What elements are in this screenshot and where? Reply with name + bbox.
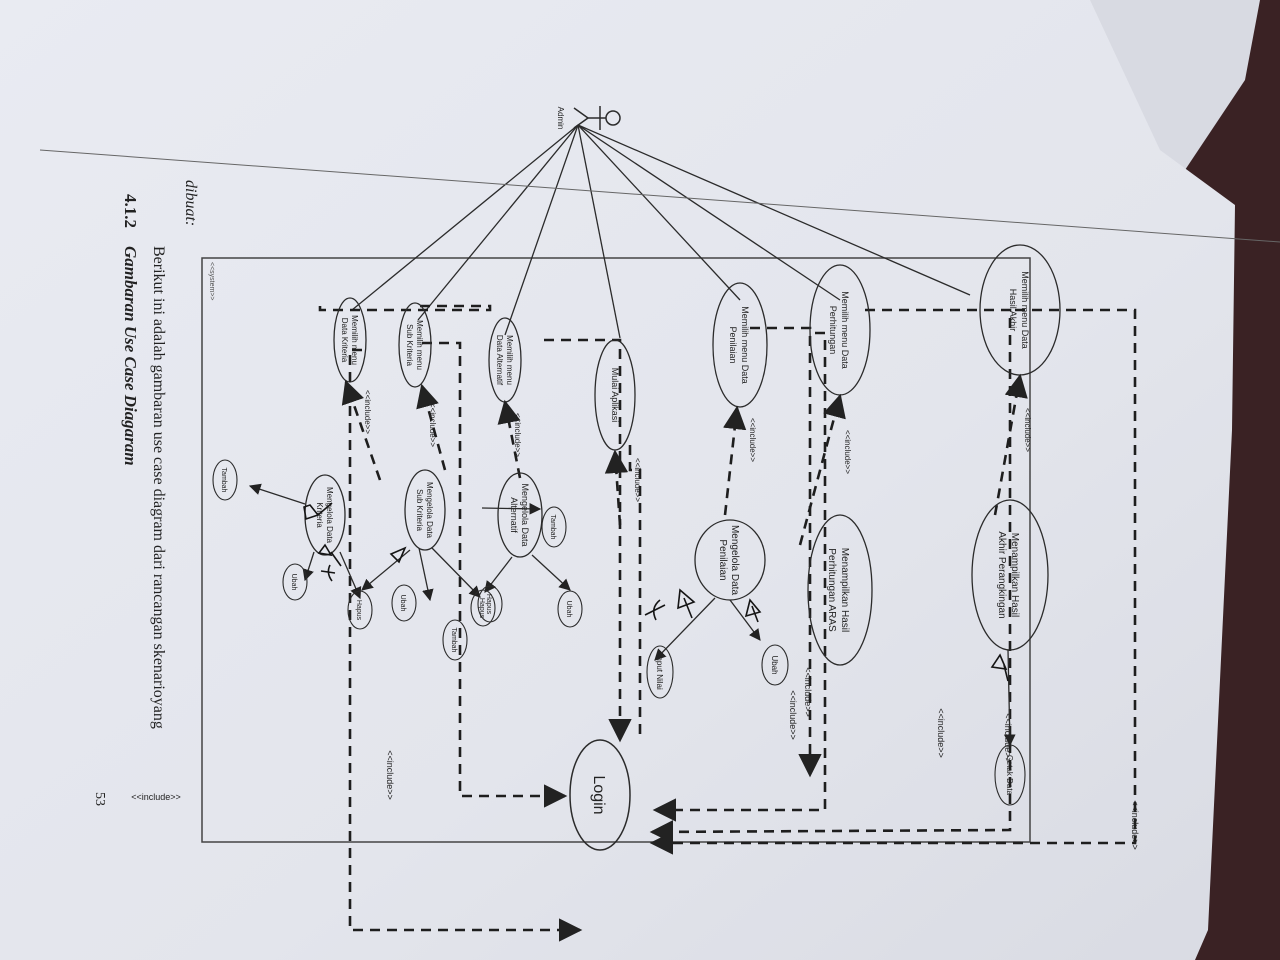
subaction-kriteria-hapus[interactable] <box>347 590 373 630</box>
subaction-subkriteria-tambah-label: Tambah <box>450 628 457 653</box>
subaction-kriteria-ubah-label: Ubah <box>290 574 297 591</box>
section-number: 4.1.2 <box>121 194 140 228</box>
usecase-kelola-kriteria-l1: Mengelola Data <box>325 487 334 544</box>
usecase-menu-kriteria-l2: Data Kriteria <box>340 318 349 363</box>
subaction-alternatif-ubah[interactable] <box>557 590 583 628</box>
svg-text:<<include>>: <<include>> <box>936 708 946 758</box>
actor-leg-left <box>573 107 589 119</box>
usecase-menu-perhitungan-l1: Memilih menu Data <box>840 291 850 369</box>
usecase-menu-subkriteria[interactable] <box>398 302 432 388</box>
subaction-subkriteria-ubah-label: Ubah <box>399 595 406 612</box>
usecase-kelola-alternatif-l1: Mengelola Data <box>520 483 530 546</box>
page-number: 53 <box>92 792 107 806</box>
subaction-kriteria-hapus-label: Hapus <box>355 600 362 621</box>
usecase-kelola-kriteria-l2: Kriteria <box>315 502 324 528</box>
svg-text:<<include>>: <<include>> <box>385 750 395 800</box>
system-boundary <box>201 257 1031 843</box>
subaction-kriteria-ubah[interactable] <box>282 563 308 601</box>
include-routes <box>318 300 1137 942</box>
subaction-kriteria-tambah[interactable] <box>212 459 238 501</box>
usecase-kelola-penilaian-l2: Penilaian <box>717 539 728 580</box>
svg-text:<<include>>: <<include>> <box>363 390 372 434</box>
subaction-alternatif-tambah-label: Tambah <box>549 515 556 540</box>
subaction-kriteria-tambah-label: Tambah <box>220 468 227 493</box>
svg-text:<<include>>: <<include>> <box>633 458 642 502</box>
actor-label: Admin <box>556 107 565 130</box>
section-title: Gambaran Use Case Diagaram <box>121 246 140 466</box>
subaction-subkriteria-tambah[interactable] <box>442 619 468 661</box>
subaction-alternatif-hapus[interactable] <box>470 589 496 627</box>
sub-action-usecases: Tambah Ubah Hapus Ubah Tambah Hapus Tamb… <box>212 459 1026 806</box>
svg-text:<<include>>: <<include>> <box>843 430 852 474</box>
page-crease <box>39 149 1280 243</box>
sub-action-links <box>248 483 1016 747</box>
usecase-menu-hasil-l2: Hasil Akhir <box>1008 289 1018 332</box>
subaction-alternatif-ubah-label: Ubah <box>565 601 572 618</box>
actor-head <box>605 110 621 126</box>
usecase-menu-hasil-l1: Memilih menu Data <box>1020 271 1030 349</box>
usecase-tampil-hasil-l2: Akhir Perangkingan <box>996 531 1007 618</box>
usecase-menu-subkriteria-l1: Memilih menu <box>415 320 424 370</box>
manage-usecases: Mengelola Data Kriteria Mengelola Data S… <box>304 469 1049 666</box>
subaction-penilaian-input-label: Input Nilai <box>655 654 664 690</box>
usecase-kelola-subkriteria-l1: Mengelola Data <box>425 482 434 539</box>
svg-text:<<include>>: <<include>> <box>788 690 798 740</box>
usecase-kelola-penilaian-l1: Mengelola Data <box>729 525 740 595</box>
include-connector-labels: <<include>> <<include>> <<include>> <<in… <box>363 390 1032 502</box>
svg-text:<<include>>: <<include>> <box>131 792 181 802</box>
svg-text:<<include>>: <<include>> <box>803 667 813 717</box>
include-connectors <box>341 373 1028 546</box>
svg-text:<<include>>: <<include>> <box>513 413 522 457</box>
intro-text-cont: dibuat: <box>182 180 199 226</box>
usecase-menu-penilaian-l2: Penilaian <box>728 326 738 363</box>
usecase-tampil-hasil-l1: Menampilkan Hasil <box>1009 533 1020 617</box>
subaction-penilaian-ubah[interactable] <box>761 644 789 686</box>
svg-text:<<include>>: <<include>> <box>428 403 437 447</box>
pen-annotations <box>303 502 1009 682</box>
usecase-menu-penilaian-l1: Memilih menu Data <box>740 306 750 384</box>
usecase-menu-alternatif-l2: Data Alternatif <box>495 335 504 386</box>
usecase-kelola-subkriteria[interactable] <box>404 469 446 551</box>
system-label: <<system>> <box>208 262 215 301</box>
paper-page <box>0 0 1235 960</box>
login-usecase[interactable] <box>569 739 631 851</box>
usecase-menu-alternatif-l1: Memilih menu <box>505 335 514 385</box>
subaction-subkriteria-hapus-label: Hapus <box>485 594 492 615</box>
svg-text:<<include>>: <<include>> <box>1023 408 1032 452</box>
subaction-alternatif-hapus-label: Hapus <box>478 598 485 619</box>
associations <box>351 124 971 339</box>
usecase-menu-perhitungan-l2: Perhitungan <box>828 306 838 355</box>
usecase-menu-kriteria-l1: Memilih menu <box>350 315 359 365</box>
subaction-penilaian-input[interactable] <box>646 645 674 699</box>
subaction-alternatif-tambah[interactable] <box>541 506 567 548</box>
include-labels: <<include>> <<include>> <<include>> <<in… <box>131 667 1140 850</box>
usecase-tampil-perhitungan-l2: Perhitungan ARAS <box>826 548 837 632</box>
menu-usecases: Memilih menu Data Kriteria Memilih menu … <box>333 244 1061 451</box>
subaction-cetak-data[interactable] <box>994 744 1026 806</box>
subaction-subkriteria-ubah[interactable] <box>391 584 417 622</box>
subaction-cetak-data-label: Cetak Data <box>1005 755 1014 796</box>
intro-text: Berikut ini adalah gambaran use case dia… <box>150 246 167 729</box>
subaction-penilaian-ubah-label: Ubah <box>770 655 779 674</box>
usecase-kelola-alternatif-l2: Alternatif <box>509 497 519 533</box>
usecase-kelola-alternatif[interactable] <box>497 472 543 558</box>
usecase-kelola-subkriteria-l2: Sub Kriteria <box>415 489 424 531</box>
usecase-tampil-perhitungan-l1: Menampilkan Hasil <box>839 548 850 632</box>
svg-text:<<include>>: <<include>> <box>748 418 757 462</box>
usecase-tampil-perhitungan[interactable] <box>807 514 873 666</box>
login-label: Login <box>590 775 607 814</box>
usecase-tampil-hasil[interactable] <box>971 499 1049 651</box>
svg-text:<<include>>: <<include>> <box>1130 800 1140 850</box>
usecase-menu-subkriteria-l2: Sub Kriteria <box>405 324 414 366</box>
usecase-mulai-label: Mulai Aplikasi <box>610 368 620 423</box>
